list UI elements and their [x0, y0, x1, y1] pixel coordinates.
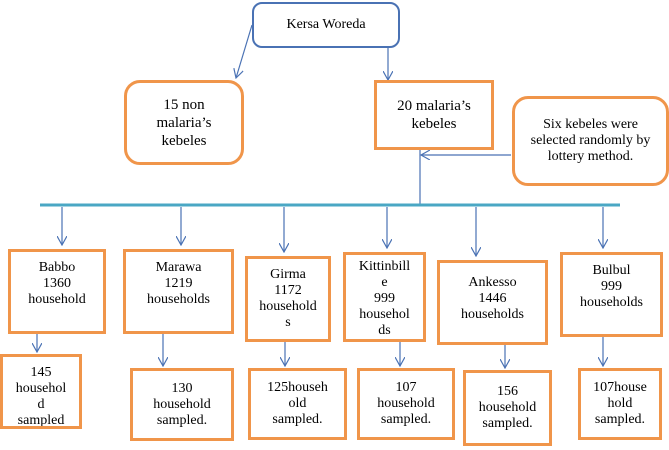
- kebele-box-babbo: Babbo 1360 household: [8, 249, 106, 334]
- sample-box-kittinbille: 107 household sampled.: [357, 368, 455, 440]
- sample-label-babbo: 145 househol d sampled: [15, 365, 67, 428]
- sample-label-girma: 125househ old sampled.: [267, 380, 328, 427]
- kebele-box-bulbul: Bulbul 999 households: [560, 252, 663, 337]
- arrow-root-to-non-malaria: [236, 24, 253, 78]
- sample-label-ankesso: 156 household sampled.: [478, 384, 537, 431]
- sample-box-ankesso: 156 household sampled.: [463, 370, 552, 446]
- sample-box-bulbul: 107house hold sampled.: [578, 368, 662, 440]
- kebele-info-ankesso: Ankesso 1446 households: [461, 275, 524, 322]
- kebele-box-marawa: Marawa 1219 households: [123, 249, 234, 334]
- kebele-box-girma: Girma 1172 household s: [245, 256, 331, 342]
- root-node-kersa-woreda: Kersa Woreda: [252, 2, 400, 48]
- kebele-info-girma: Girma 1172 household s: [259, 267, 317, 330]
- sample-label-marawa: 130 household sampled.: [153, 380, 211, 428]
- non-malaria-kebeles-node: 15 non malaria’s kebeles: [124, 80, 244, 165]
- kebele-info-bulbul: Bulbul 999 households: [580, 263, 643, 310]
- malaria-kebeles-node: 20 malaria’s kebeles: [374, 80, 494, 150]
- malaria-kebeles-label: 20 malaria’s kebeles: [397, 98, 471, 132]
- sample-label-kittinbille: 107 household sampled.: [377, 380, 435, 427]
- non-malaria-kebeles-label: 15 non malaria’s kebeles: [156, 96, 212, 149]
- root-label: Kersa Woreda: [286, 17, 366, 32]
- selection-note-node: Six kebeles were selected randomly by lo…: [512, 96, 669, 186]
- kebele-info-marawa: Marawa 1219 households: [147, 260, 210, 307]
- selection-note-label: Six kebeles were selected randomly by lo…: [530, 117, 651, 164]
- sample-box-babbo: 145 househol d sampled: [0, 354, 82, 429]
- kebele-box-kittinbille: Kittinbill e 999 househol ds: [343, 252, 426, 342]
- sample-box-girma: 125househ old sampled.: [248, 368, 347, 440]
- kebele-info-babbo: Babbo 1360 household: [28, 260, 86, 307]
- sample-label-bulbul: 107house hold sampled.: [593, 380, 647, 427]
- kebele-box-ankesso: Ankesso 1446 households: [437, 260, 548, 345]
- kebele-info-kittinbille: Kittinbill e 999 househol ds: [358, 259, 411, 338]
- sample-box-marawa: 130 household sampled.: [130, 368, 234, 441]
